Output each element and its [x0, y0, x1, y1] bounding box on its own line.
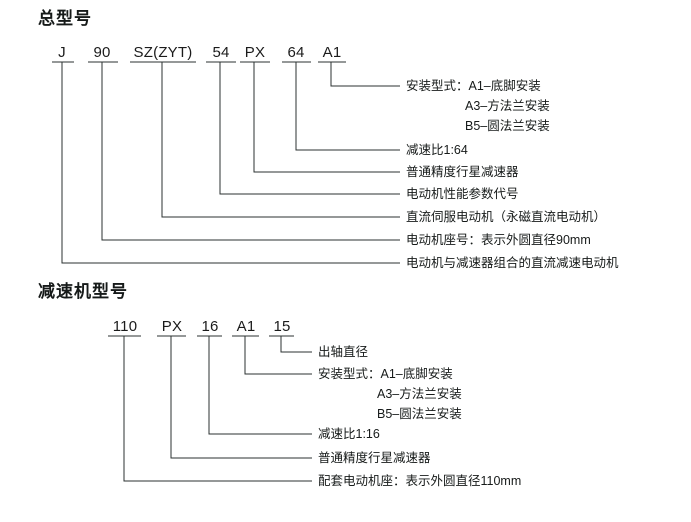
legend-output-shaft-diameter: 出轴直径 [318, 345, 369, 359]
legend-matched-motor-frame: 配套电动机座：表示外圆直径110mm [318, 474, 522, 488]
code-label-54: 54 [212, 44, 230, 61]
code-label-a1-bottom: A1 [236, 318, 256, 335]
code-label-64: 64 [287, 44, 305, 61]
legend-frame-number-main: 电动机座号：表示外圆直径90mm [406, 233, 591, 247]
section-title-gearbox-model: 减速机型号 [38, 282, 128, 301]
legend-combined-motor-main: 电动机与减速器组合的直流减速电动机 [406, 256, 619, 270]
legend-sub-a3: A3–方法兰安装 [465, 99, 550, 114]
legend-line-text: 安装型式：A1–底脚安装 [406, 79, 541, 93]
section-title-main-model: 总型号 [38, 9, 92, 28]
code-label-sz-zyt: SZ(ZYT) [133, 44, 193, 61]
legend-sub-a3: A3–方法兰安装 [377, 387, 462, 402]
code-label-110: 110 [112, 318, 138, 335]
legend-mounting-type-gearbox: 安装型式：A1–底脚安装 A3–方法兰安装 B5–圆法兰安装 [318, 367, 462, 422]
legend-performance-code-main: 电动机性能参数代号 [406, 187, 519, 201]
legend-planetary-reducer-main: 普通精度行星减速器 [406, 165, 519, 179]
code-label-90: 90 [93, 44, 111, 61]
code-label-j: J [58, 44, 66, 61]
code-label-15: 15 [273, 318, 291, 335]
legend-line-text: 安装型式：A1–底脚安装 [318, 367, 453, 381]
legend-dc-servo-motor-main: 直流伺服电动机（永磁直流电动机） [406, 210, 607, 224]
legend-sub-b5: B5–圆法兰安装 [377, 407, 462, 422]
legend-reduction-ratio-gearbox: 减速比1:16 [318, 427, 380, 441]
legend-mounting-type-main: 安装型式：A1–底脚安装 A3–方法兰安装 B5–圆法兰安装 [406, 79, 550, 134]
legend-planetary-reducer-gearbox: 普通精度行星减速器 [318, 451, 431, 465]
code-label-16: 16 [201, 318, 219, 335]
code-label-a1-top: A1 [322, 44, 342, 61]
legend-sub-b5: B5–圆法兰安装 [465, 119, 550, 134]
legend-reduction-ratio-main: 减速比1:64 [406, 143, 468, 157]
code-label-px-bottom: PX [161, 318, 183, 335]
code-label-px-top: PX [244, 44, 266, 61]
